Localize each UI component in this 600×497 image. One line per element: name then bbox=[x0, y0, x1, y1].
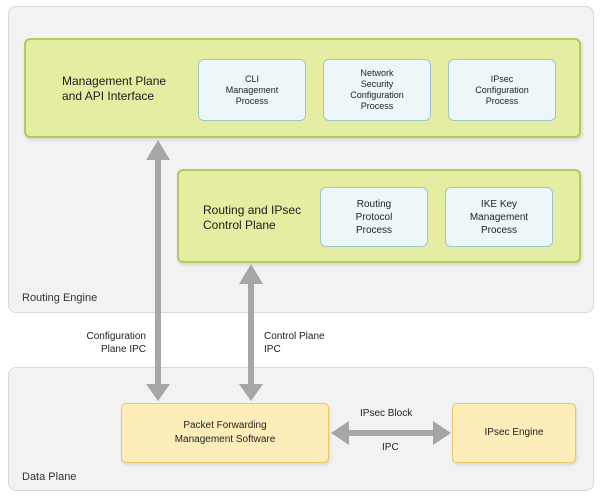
ipc-label: IPC bbox=[382, 442, 399, 453]
control-ipc-arrow bbox=[239, 264, 263, 401]
routing-engine-label: Routing Engine bbox=[22, 292, 98, 304]
management-plane-title: Management Plane and API Interface bbox=[62, 74, 167, 103]
packet-forwarding-management-software: Packet Forwarding Management Software bbox=[121, 403, 329, 463]
ipsec-configuration-process: IPsec Configuration Process bbox=[448, 59, 556, 121]
cli-management-process: CLI Management Process bbox=[198, 59, 306, 121]
ipsec-engine: IPsec Engine bbox=[452, 403, 576, 463]
control-ipc-label: Control Plane IPC bbox=[264, 331, 325, 355]
routing-protocol-process: Routing Protocol Process bbox=[320, 187, 428, 247]
ipsec-block-label: IPsec Block bbox=[360, 408, 413, 419]
configuration-ipc-label: Configuration Plane IPC bbox=[86, 331, 146, 355]
management-plane: Management Plane and API Interface CLI M… bbox=[24, 38, 581, 138]
configuration-ipc-arrow bbox=[146, 140, 170, 401]
network-security-configuration-process: Network Security Configuration Process bbox=[323, 59, 431, 121]
ike-key-management-process: IKE Key Management Process bbox=[445, 187, 553, 247]
control-plane-title: Routing and IPsec Control Plane bbox=[203, 203, 302, 232]
control-plane: Routing and IPsec Control Plane Routing … bbox=[177, 169, 581, 263]
data-plane-label: Data Plane bbox=[22, 471, 77, 483]
ipsec-block-arrow bbox=[331, 421, 451, 445]
